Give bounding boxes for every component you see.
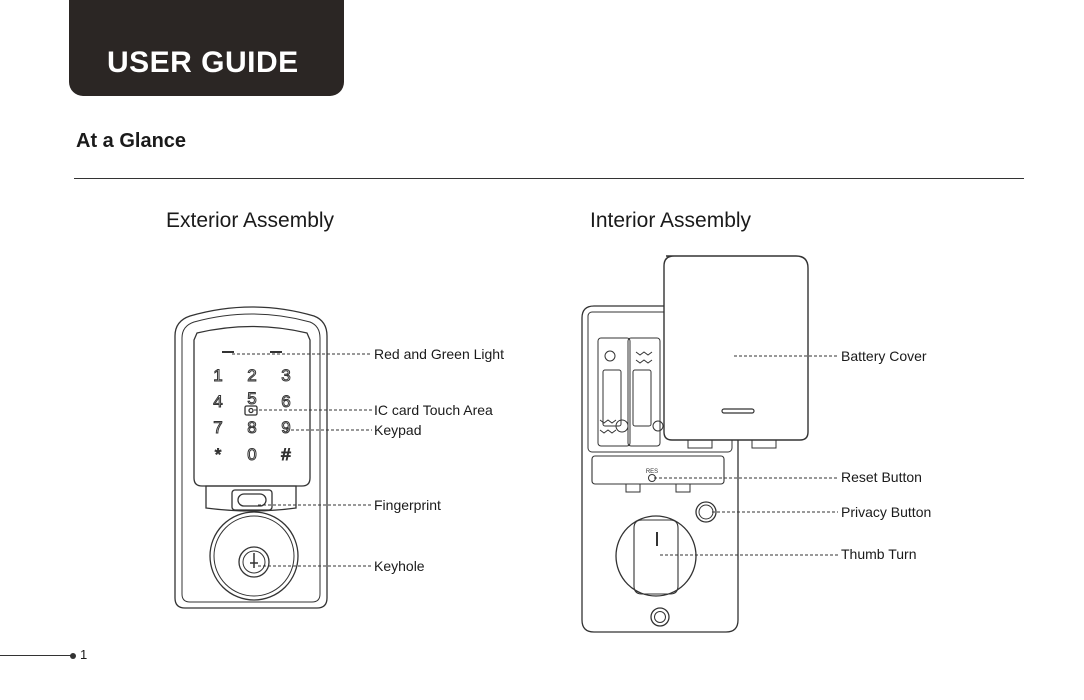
key-6: 6 [281,392,290,411]
page-dot [70,653,76,659]
key-4: 4 [213,392,222,411]
callout-ic-card-touch-area: IC card Touch Area [374,402,493,418]
key-5: 5 [247,389,256,408]
callout-privacy-button: Privacy Button [841,504,931,520]
key-0: 0 [247,445,256,464]
fingerprint-sensor [238,494,266,506]
callout-battery-cover: Battery Cover [841,348,927,364]
thumb-turn-rose [616,516,696,596]
battery-compartment [598,338,663,446]
battery-cover [664,256,808,448]
bottom-screw [651,608,669,626]
thumb-turn-handle [634,520,678,594]
callout-red-green-light: Red and Green Light [374,346,504,362]
key-1: 1 [213,366,222,385]
key-2: 2 [247,366,256,385]
keyhole-slot [250,553,258,568]
key-hash: # [281,445,291,464]
callout-thumb-turn: Thumb Turn [841,546,916,562]
key-8: 8 [247,418,256,437]
callout-keypad: Keypad [374,422,421,438]
reset-label: RES [646,469,658,475]
callout-reset-button: Reset Button [841,469,922,485]
key-7: 7 [213,418,222,437]
key-3: 3 [281,366,290,385]
page-number: 1 [80,647,87,662]
key-star: * [215,445,222,464]
page-rule [0,655,72,656]
callout-fingerprint: Fingerprint [374,497,441,513]
callout-keyhole: Keyhole [374,558,425,574]
key-9: 9 [281,418,290,437]
